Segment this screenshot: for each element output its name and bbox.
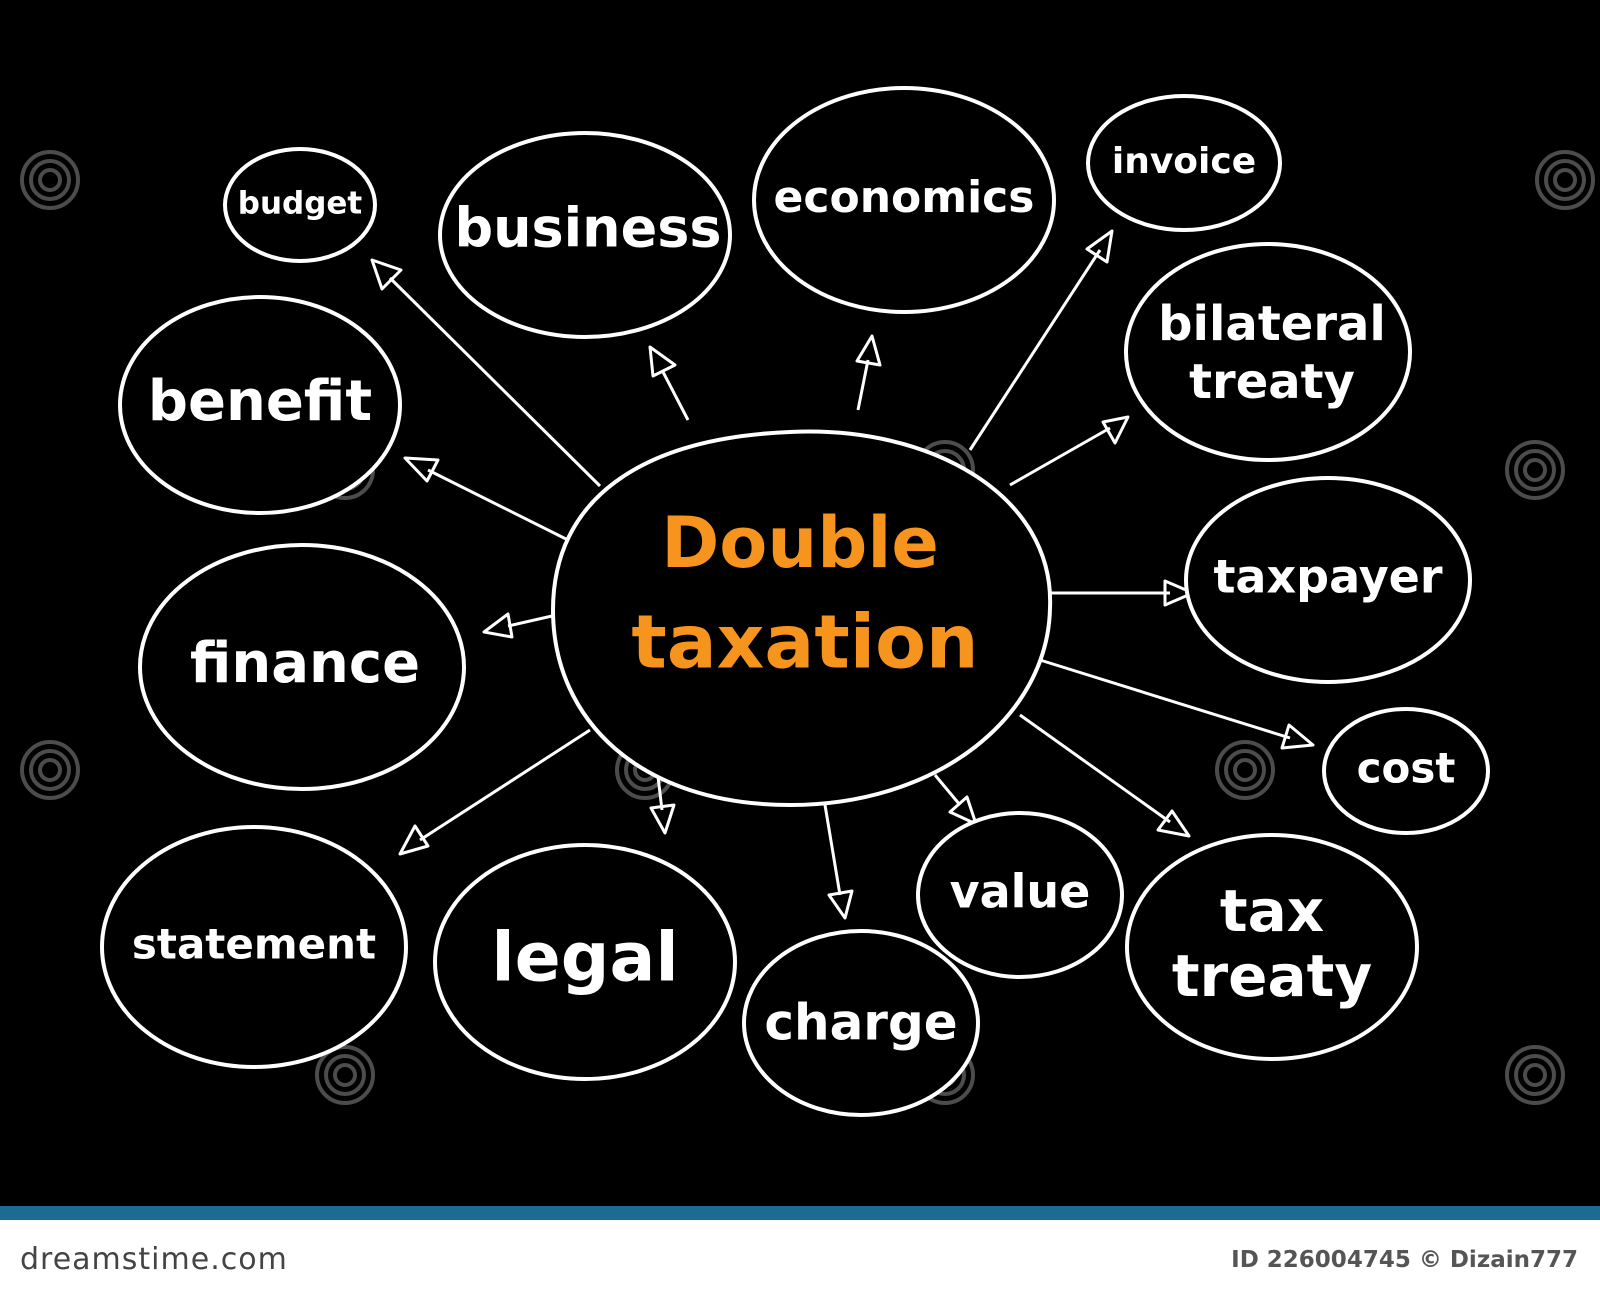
node-benefit-label: benefit xyxy=(148,369,372,434)
center-title-line1: Double xyxy=(661,502,939,584)
watermark-spiral-icon xyxy=(1505,440,1565,500)
center-node: Double taxation xyxy=(550,429,1053,808)
node-cost: cost xyxy=(1322,707,1490,835)
arrow-statement xyxy=(398,728,591,856)
mind-map: Double taxation budget business economic… xyxy=(20,86,1595,1117)
arrow-finance xyxy=(482,612,553,639)
node-value: value xyxy=(916,811,1124,979)
arrow-budget xyxy=(370,258,602,488)
node-cost-label: cost xyxy=(1357,744,1456,793)
arrow-taxpayer xyxy=(1050,579,1195,607)
node-bilateral-treaty: bilateral treaty xyxy=(1124,242,1412,462)
node-invoice-label: invoice xyxy=(1112,141,1256,182)
node-budget: budget xyxy=(223,147,377,263)
node-bilateral-label-line2: treaty xyxy=(1189,354,1355,410)
arrow-value xyxy=(933,774,978,826)
center-title-line2: taxation xyxy=(631,600,978,686)
node-finance-label: finance xyxy=(190,631,420,696)
node-tax-treaty-label-line1: tax xyxy=(1220,877,1324,945)
arrow-cost xyxy=(1039,658,1315,750)
node-legal-label: legal xyxy=(491,919,678,998)
arrow-bilateral xyxy=(1009,415,1130,487)
node-value-label: value xyxy=(950,865,1091,919)
node-charge: charge xyxy=(742,929,980,1117)
node-budget-label: budget xyxy=(238,186,363,222)
node-finance: finance xyxy=(138,543,466,791)
node-charge-label: charge xyxy=(764,994,957,1052)
watermark-spiral-icon xyxy=(1535,150,1595,210)
connectors xyxy=(370,229,1315,920)
watermark-spiral-icon xyxy=(1505,1045,1565,1105)
node-business: business xyxy=(438,131,732,339)
arrow-economics xyxy=(855,334,882,411)
watermark-spiral-icon xyxy=(315,1045,375,1105)
node-economics-label: economics xyxy=(774,172,1035,223)
arrow-tax-treaty xyxy=(1019,713,1191,838)
node-business-label: business xyxy=(454,197,721,260)
footer-brand: dreamstime.com xyxy=(20,1242,288,1277)
node-economics: economics xyxy=(752,86,1056,314)
watermark-spiral-icon xyxy=(20,150,80,210)
node-taxpayer: taxpayer xyxy=(1184,476,1472,684)
node-bilateral-label-line1: bilateral xyxy=(1158,296,1386,352)
arrow-benefit xyxy=(403,456,569,542)
node-invoice: invoice xyxy=(1086,94,1282,232)
stock-footer: dreamstime.com ID 226004745 © Dizain777 xyxy=(0,1206,1600,1299)
node-legal: legal xyxy=(433,843,737,1081)
node-tax-treaty-label-line2: treaty xyxy=(1172,942,1372,1010)
node-tax-treaty: tax treaty xyxy=(1125,833,1419,1061)
node-statement-label: statement xyxy=(132,920,376,969)
arrow-charge xyxy=(823,804,854,920)
node-statement: statement xyxy=(100,825,408,1069)
node-taxpayer-label: taxpayer xyxy=(1213,550,1442,604)
watermark-spiral-icon xyxy=(1215,740,1275,800)
watermark-spiral-icon xyxy=(20,740,80,800)
footer-credit: ID 226004745 © Dizain777 xyxy=(1231,1247,1578,1273)
arrow-business xyxy=(648,345,690,421)
node-benefit: benefit xyxy=(118,295,402,515)
arrow-invoice xyxy=(968,229,1114,451)
